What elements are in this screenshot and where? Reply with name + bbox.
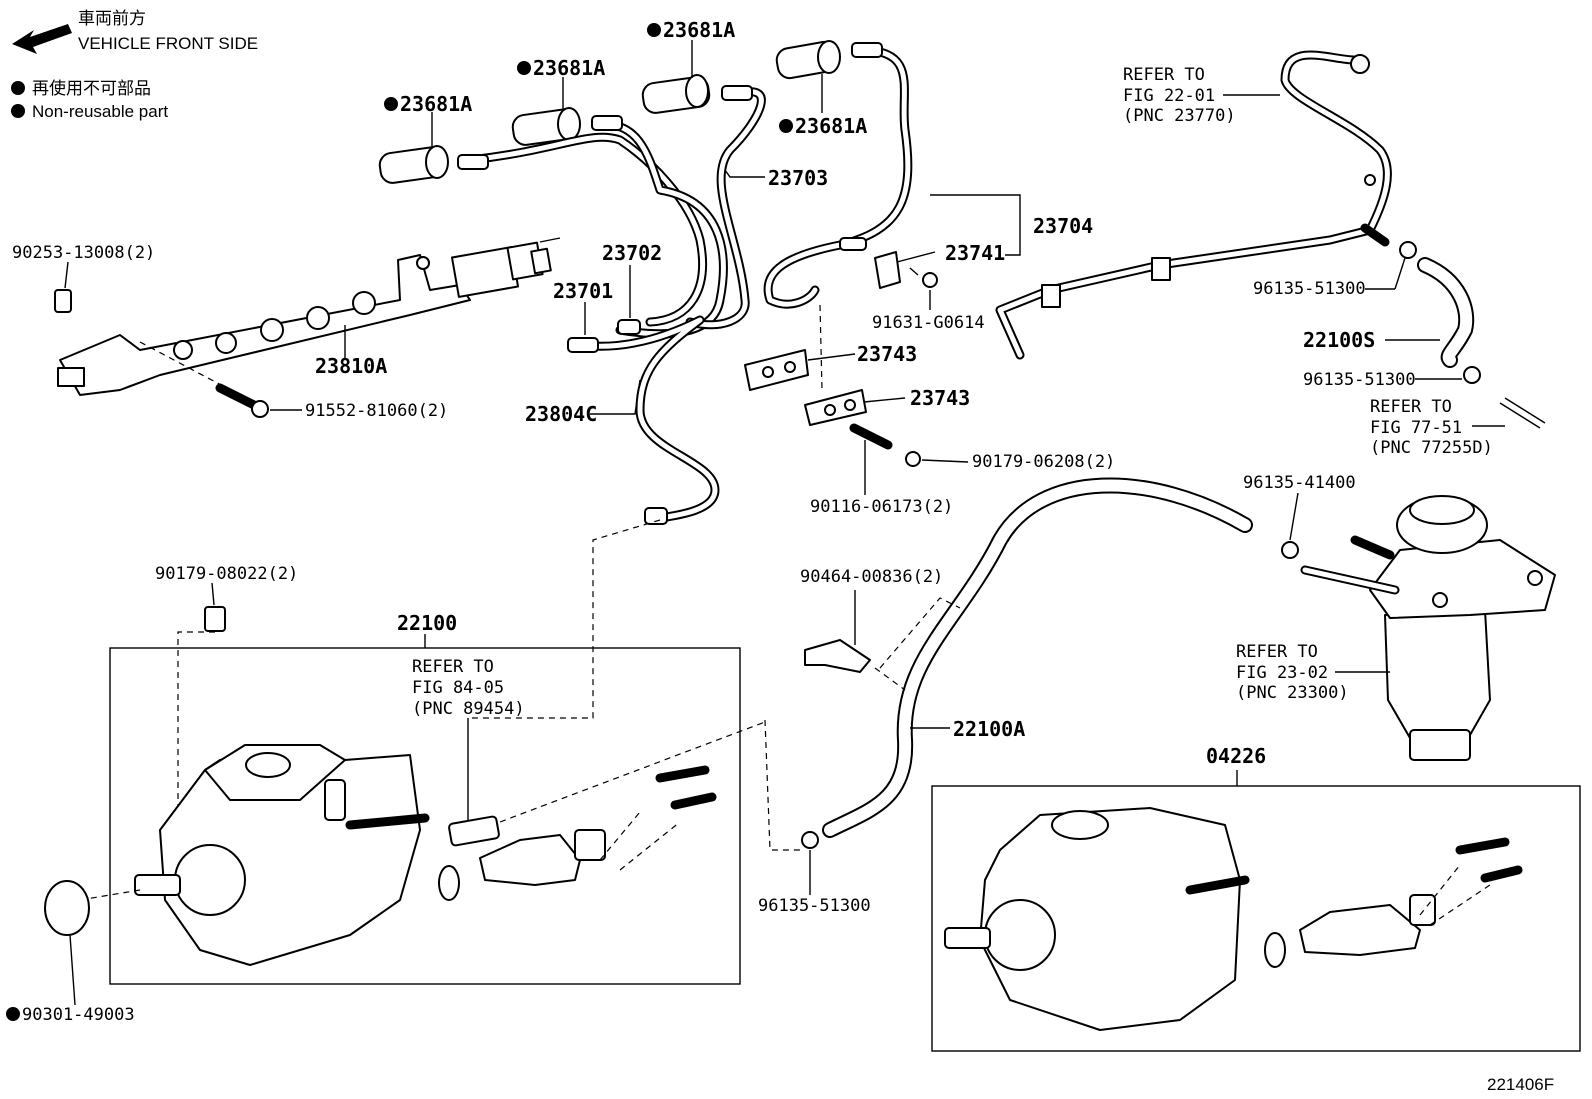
- non-reusable-dot-icon: [384, 97, 398, 111]
- non-reusable-dot-icon: [779, 119, 793, 133]
- non-reusable-dot-icon: [6, 1007, 20, 1021]
- label-96135-51300[interactable]: 96135-51300: [1303, 370, 1416, 390]
- ref-fig-22-01[interactable]: REFER TO FIG 22-01 (PNC 23770): [1123, 65, 1236, 126]
- clamps-drawing: [744, 251, 938, 467]
- diagram-id: 221406F: [1487, 1075, 1554, 1094]
- label-91552-81060[interactable]: 91552-81060(2): [305, 401, 448, 421]
- label-23804c[interactable]: 23804C: [525, 402, 597, 426]
- label-23741[interactable]: 23741: [945, 241, 1005, 265]
- bolt-91552-drawing: [139, 341, 269, 418]
- non-reusable-dot-icon: [517, 61, 531, 75]
- svg-text:FIG 23-02: FIG 23-02: [1236, 663, 1328, 683]
- svg-text:REFER TO: REFER TO: [1236, 642, 1318, 662]
- front-direction-arrow: [12, 24, 72, 54]
- svg-text:(PNC 23300): (PNC 23300): [1236, 683, 1349, 703]
- svg-text:(PNC 77255D): (PNC 77255D): [1370, 438, 1493, 458]
- injection-pipes-drawing: [378, 40, 913, 525]
- fuel-filter-drawing: [1300, 495, 1556, 761]
- label-23681a[interactable]: 23681A: [663, 18, 735, 42]
- pump-kit-box: [931, 785, 1581, 1052]
- label-23743[interactable]: 23743: [910, 386, 970, 410]
- label-91631-g0614[interactable]: 91631-G0614: [872, 313, 985, 333]
- label-23743[interactable]: 23743: [857, 342, 917, 366]
- bolt-90253-drawing: [54, 289, 72, 313]
- svg-text:FIG 22-01: FIG 22-01: [1123, 86, 1215, 106]
- label-96135-41400[interactable]: 96135-41400: [1243, 473, 1356, 493]
- fuel-rail-drawing: [57, 237, 561, 396]
- svg-text:FIG 84-05: FIG 84-05: [412, 678, 504, 698]
- svg-text:FIG 77-51: FIG 77-51: [1370, 418, 1462, 438]
- label-22100[interactable]: 22100: [397, 611, 457, 635]
- label-90301-49003[interactable]: 90301-49003: [22, 1005, 135, 1025]
- label-90179-08022[interactable]: 90179-08022(2): [155, 564, 298, 584]
- label-23681a[interactable]: 23681A: [795, 114, 867, 138]
- legend-dot-icon: [11, 104, 25, 118]
- legend-label-en: Non-reusable part: [32, 102, 168, 121]
- return-pipe-drawing: [995, 50, 1392, 360]
- svg-text:REFER TO: REFER TO: [412, 657, 494, 677]
- label-23702[interactable]: 23702: [602, 241, 662, 265]
- label-22100s[interactable]: 22100S: [1303, 328, 1375, 352]
- label-23701[interactable]: 23701: [553, 279, 613, 303]
- leader-lines: [64, 40, 1505, 1006]
- non-reusable-dot-icon: [647, 23, 661, 37]
- o-ring-90301-drawing: [44, 880, 90, 936]
- front-label-jp: 車両前方: [78, 9, 146, 28]
- front-label-en: VEHICLE FRONT SIDE: [78, 34, 258, 53]
- pipe-leader-line: [470, 519, 661, 719]
- label-23703[interactable]: 23703: [768, 166, 828, 190]
- svg-text:REFER TO: REFER TO: [1370, 397, 1452, 417]
- legend-dot-icon: [11, 81, 25, 95]
- label-23704[interactable]: 23704: [1033, 214, 1093, 238]
- svg-text:REFER TO: REFER TO: [1123, 65, 1205, 85]
- svg-text:(PNC 89454): (PNC 89454): [412, 699, 525, 719]
- ref-fig-23-02[interactable]: REFER TO FIG 23-02 (PNC 23300): [1236, 642, 1349, 703]
- label-04226[interactable]: 04226: [1206, 744, 1266, 768]
- pump-22100-drawing: [79, 721, 766, 966]
- label-90116-06173[interactable]: 90116-06173(2): [810, 497, 953, 517]
- nut-90179-08022-drawing: [177, 606, 226, 805]
- ref-fig-77-51[interactable]: REFER TO FIG 77-51 (PNC 77255D): [1370, 397, 1493, 458]
- svg-text:(PNC 23770): (PNC 23770): [1123, 106, 1236, 126]
- label-23810a[interactable]: 23810A: [315, 354, 387, 378]
- legend-label-jp: 再使用不可部品: [32, 78, 151, 98]
- pump-kit-04226-drawing: [944, 807, 1523, 1031]
- label-22100a[interactable]: 22100A: [953, 717, 1025, 741]
- label-90464-00836[interactable]: 90464-00836(2): [800, 567, 943, 587]
- label-90179-06208[interactable]: 90179-06208(2): [972, 452, 1115, 472]
- label-90253-13008[interactable]: 90253-13008(2): [12, 243, 155, 263]
- hose-22100s-drawing: [1399, 241, 1546, 429]
- ref-fig-84-05[interactable]: REFER TO FIG 84-05 (PNC 89454): [412, 657, 525, 719]
- hose-leader-line: [764, 719, 800, 851]
- label-96135-51300[interactable]: 96135-51300: [758, 896, 871, 916]
- label-23681a[interactable]: 23681A: [533, 56, 605, 80]
- label-96135-51300[interactable]: 96135-51300: [1253, 279, 1366, 299]
- hose-22100a-drawing: [801, 477, 1299, 849]
- label-23681a[interactable]: 23681A: [400, 92, 472, 116]
